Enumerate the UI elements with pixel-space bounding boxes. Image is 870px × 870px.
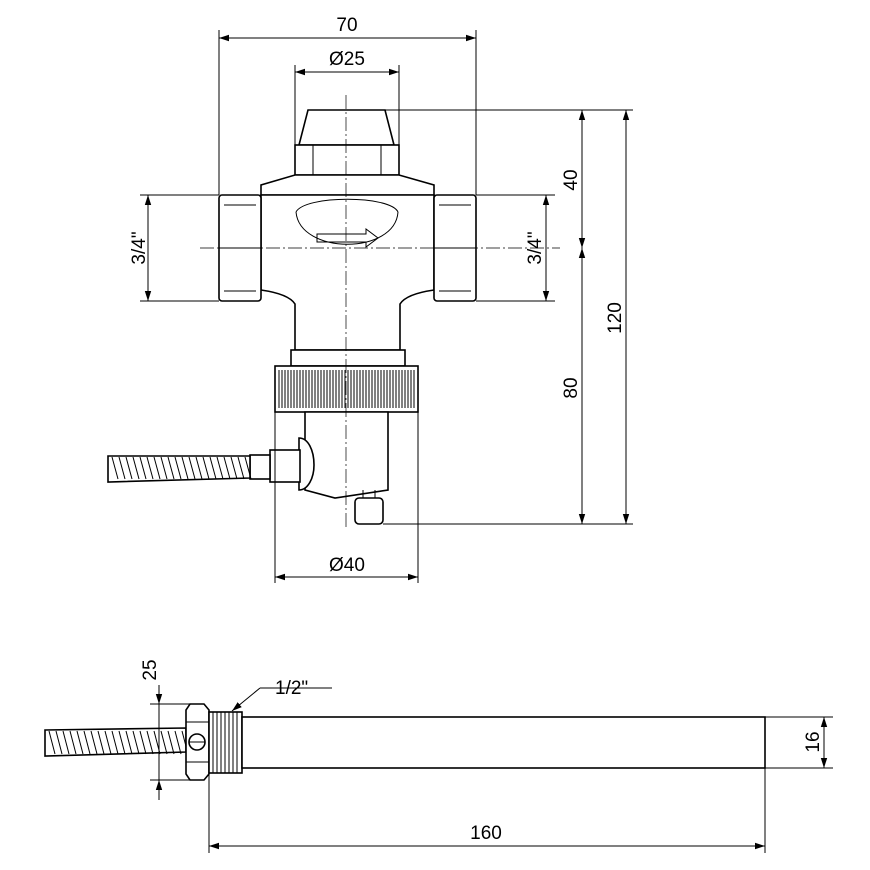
probe-side-view (44, 703, 766, 781)
valve-front-view (107, 109, 477, 525)
cap-hex-nut (294, 144, 400, 176)
dim-inlet-thread: 3/4" (129, 231, 150, 264)
lower-neck (290, 349, 406, 367)
valve-cap (297, 109, 396, 146)
dim-upper-height: 40 (561, 169, 582, 190)
front-view-dimensions: 70 Ø25 3/4" 3/4" 40 80 120 Ø40 (129, 15, 633, 583)
dim-total-height: 120 (605, 302, 626, 334)
flow-direction-icon (316, 228, 379, 248)
dim-outlet-thread: 3/4" (525, 231, 546, 264)
dim-cap-diameter: Ø25 (329, 49, 365, 70)
dim-probe-thread: 1/2" (275, 678, 308, 699)
dim-probe-diameter: 16 (803, 731, 824, 752)
sensor-cable (107, 455, 251, 483)
dim-bottom-diameter: Ø40 (329, 555, 365, 576)
valve-bonnet (260, 174, 435, 196)
dim-width-70: 70 (336, 15, 357, 36)
probe-dimensions: 25 1/2" 16 160 (140, 659, 833, 853)
dim-lower-height: 80 (561, 377, 582, 398)
knurled-ring (274, 365, 419, 413)
dim-nut-height: 25 (140, 659, 161, 680)
cable-connector (298, 437, 315, 491)
valve-body (260, 194, 435, 351)
probe-tip (354, 497, 384, 525)
probe-tube (241, 716, 766, 769)
sensor-housing (304, 411, 389, 499)
dim-probe-length: 160 (470, 823, 502, 844)
cable-ferrule (249, 454, 271, 480)
